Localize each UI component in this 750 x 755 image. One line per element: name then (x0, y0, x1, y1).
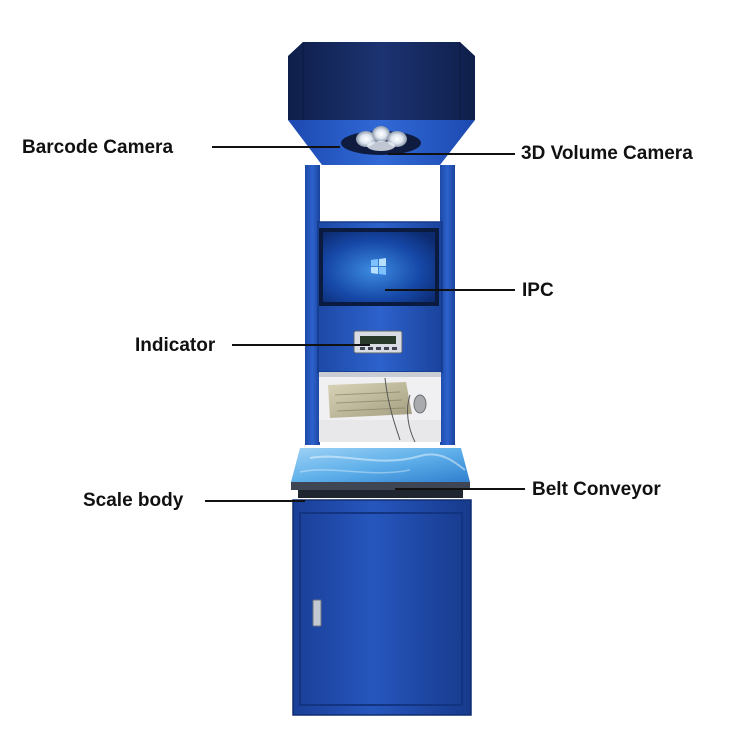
label-barcode-camera: Barcode Camera (22, 137, 174, 158)
label-scale-body: Scale body (83, 490, 184, 511)
indicator-device (353, 330, 403, 354)
windows-logo-icon (371, 258, 386, 275)
support-pillars (305, 165, 455, 445)
leader-lines (205, 146, 525, 502)
camera-lens-cluster (341, 126, 421, 155)
scale-body-cabinet (292, 499, 472, 716)
cabinet-lock-icon (312, 599, 322, 627)
ipc-monitor (319, 228, 439, 306)
belt-conveyor (291, 448, 470, 498)
label-3d-volume-camera: 3D Volume Camera (521, 143, 693, 164)
label-ipc: IPC (522, 280, 554, 301)
mouse-icon (413, 394, 427, 414)
label-indicator: Indicator (135, 335, 216, 356)
keyboard-shelf (319, 372, 441, 443)
label-belt-conveyor: Belt Conveyor (532, 479, 661, 500)
